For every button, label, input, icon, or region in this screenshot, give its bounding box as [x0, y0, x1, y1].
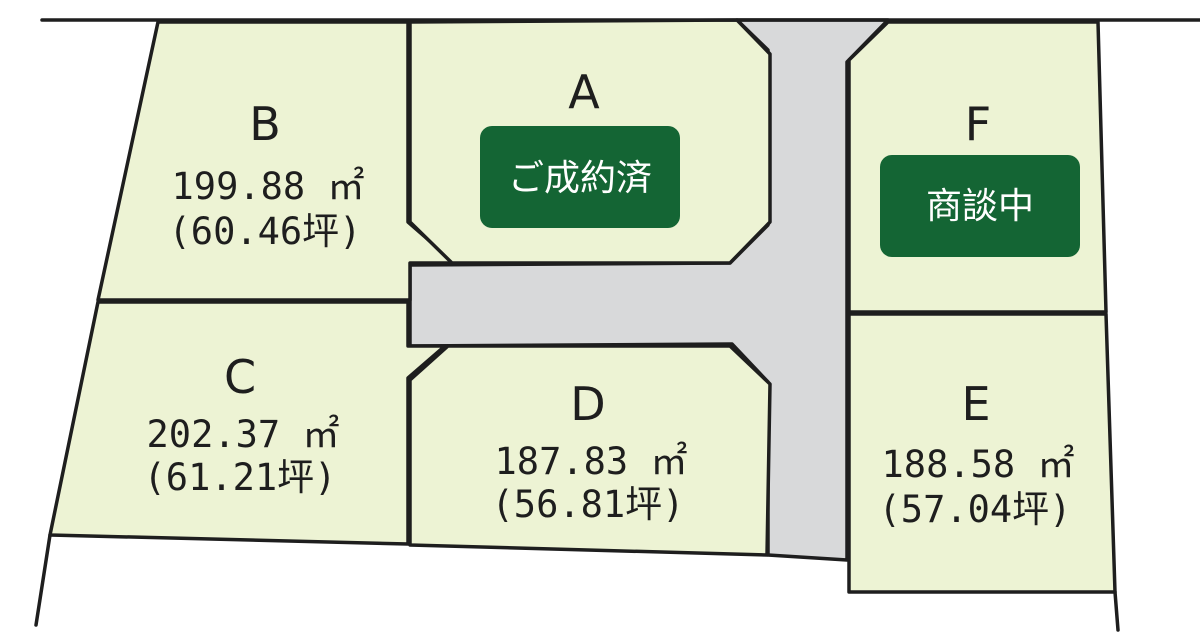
lot-a-status-text: ご成約済: [508, 158, 652, 199]
lot-b-area-sqm: 199.88 ㎡: [172, 165, 365, 208]
lot-d-area-tsubo: (56.81坪): [492, 483, 685, 526]
lot-d[interactable]: [408, 344, 772, 557]
right-boundary-line: [1113, 590, 1120, 632]
lot-c[interactable]: [48, 300, 447, 546]
lot-c-area-sqm: 202.37 ㎡: [147, 413, 340, 456]
lot-f-status-badge: [880, 155, 1080, 257]
lot-e-area-tsubo: (57.04坪): [879, 488, 1072, 531]
lot-a-status-badge: [480, 126, 680, 228]
lot-f-label: F: [965, 97, 991, 151]
lot-d-area-sqm: 187.83 ㎡: [495, 440, 688, 483]
left-boundary-line: [34, 533, 52, 627]
lot-c-area-tsubo: (61.21坪): [144, 456, 337, 499]
lot-a-label: A: [568, 65, 600, 119]
lot-b[interactable]: [96, 20, 457, 302]
lot-c-label: C: [224, 350, 256, 404]
lot-f-status-text: 商談中: [926, 186, 1034, 227]
lot-d-label: D: [570, 377, 605, 431]
lot-b-area-tsubo: (60.46坪): [169, 210, 362, 253]
lot-b-label: B: [249, 97, 281, 151]
lot-e-area-sqm: 188.58 ㎡: [882, 443, 1075, 486]
lot-e-label: E: [961, 377, 990, 431]
